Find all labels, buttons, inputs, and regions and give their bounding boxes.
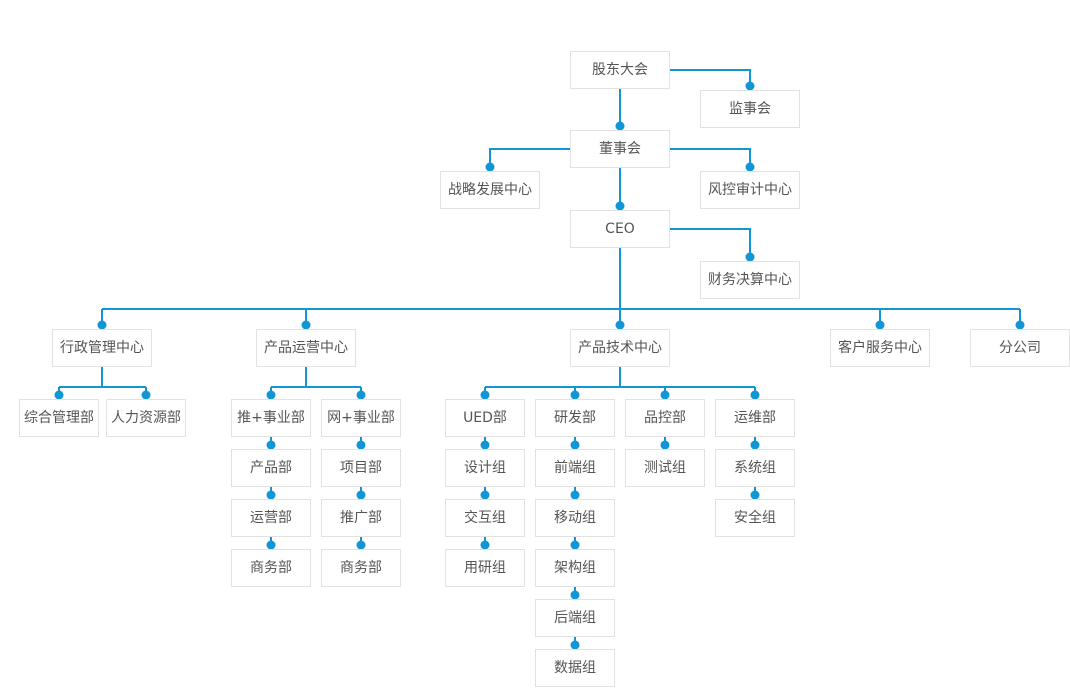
connector-dot bbox=[570, 640, 580, 650]
node-user-research-group: 用研组 bbox=[445, 549, 525, 587]
node-promotion-dept: 推广部 bbox=[321, 499, 401, 537]
node-testing-group: 测试组 bbox=[625, 449, 705, 487]
connector-dot bbox=[570, 540, 580, 550]
connector-dot bbox=[750, 440, 760, 450]
node-architecture-group: 架构组 bbox=[535, 549, 615, 587]
connector-line bbox=[489, 148, 570, 167]
node-branch-company: 分公司 bbox=[970, 329, 1070, 367]
node-project-dept: 项目部 bbox=[321, 449, 401, 487]
connector-dot bbox=[54, 390, 64, 400]
connector-dots bbox=[54, 81, 1025, 650]
node-product-ops-center: 产品运营中心 bbox=[256, 329, 356, 367]
connector-dot bbox=[875, 320, 885, 330]
connector-dot bbox=[266, 540, 276, 550]
node-financial-settlement-center: 财务决算中心 bbox=[700, 261, 800, 299]
connector-dot bbox=[750, 490, 760, 500]
connector-dot bbox=[660, 390, 670, 400]
node-quality-control-dept: 品控部 bbox=[625, 399, 705, 437]
node-board-of-directors: 董事会 bbox=[570, 130, 670, 168]
connector-dot bbox=[480, 540, 490, 550]
connector-dot bbox=[301, 320, 311, 330]
node-product-dept: 产品部 bbox=[231, 449, 311, 487]
node-mobile-group: 移动组 bbox=[535, 499, 615, 537]
node-strategic-dev-center: 战略发展中心 bbox=[440, 171, 540, 209]
connector-dot bbox=[615, 320, 625, 330]
connector-dot bbox=[745, 81, 755, 91]
connector-dot bbox=[480, 490, 490, 500]
node-tui-plus-bu: 推+事业部 bbox=[231, 399, 311, 437]
connector-dot bbox=[266, 440, 276, 450]
connector-dot bbox=[266, 390, 276, 400]
node-operations-dept: 运营部 bbox=[231, 499, 311, 537]
connector-dot bbox=[570, 590, 580, 600]
connector-dot bbox=[570, 440, 580, 450]
node-system-group: 系统组 bbox=[715, 449, 795, 487]
connector-dot bbox=[480, 390, 490, 400]
connector-dot bbox=[356, 390, 366, 400]
node-risk-audit-center: 风控审计中心 bbox=[700, 171, 800, 209]
connector-dot bbox=[356, 540, 366, 550]
node-frontend-group: 前端组 bbox=[535, 449, 615, 487]
node-customer-service-center: 客户服务中心 bbox=[830, 329, 930, 367]
connector-line bbox=[670, 228, 751, 257]
connector-dot bbox=[570, 490, 580, 500]
connector-dot bbox=[480, 440, 490, 450]
connector-dot bbox=[615, 201, 625, 211]
node-data-group: 数据组 bbox=[535, 649, 615, 687]
node-business-dept-tui: 商务部 bbox=[231, 549, 311, 587]
node-interaction-group: 交互组 bbox=[445, 499, 525, 537]
connector-dot bbox=[356, 440, 366, 450]
connector-dot bbox=[1015, 320, 1025, 330]
node-ceo: CEO bbox=[570, 210, 670, 248]
node-ued-dept: UED部 bbox=[445, 399, 525, 437]
connector-dot bbox=[266, 490, 276, 500]
node-product-tech-center: 产品技术中心 bbox=[570, 329, 670, 367]
connector-dot bbox=[660, 440, 670, 450]
connector-dot bbox=[356, 490, 366, 500]
connector-dot bbox=[485, 162, 495, 172]
node-ops-maintenance-dept: 运维部 bbox=[715, 399, 795, 437]
connector-dot bbox=[615, 121, 625, 131]
connector-dot bbox=[570, 390, 580, 400]
connector-dot bbox=[141, 390, 151, 400]
node-shareholders-meeting: 股东大会 bbox=[570, 51, 670, 89]
node-business-dept-wang: 商务部 bbox=[321, 549, 401, 587]
node-wang-plus-bu: 网+事业部 bbox=[321, 399, 401, 437]
node-admin-mgmt-center: 行政管理中心 bbox=[52, 329, 152, 367]
connector-line bbox=[670, 148, 751, 167]
connector-line bbox=[670, 69, 751, 86]
node-rnd-dept: 研发部 bbox=[535, 399, 615, 437]
connector-dot bbox=[745, 162, 755, 172]
node-supervisory-board: 监事会 bbox=[700, 90, 800, 128]
connector-dot bbox=[745, 252, 755, 262]
connector-dot bbox=[750, 390, 760, 400]
node-security-group: 安全组 bbox=[715, 499, 795, 537]
connector-dot bbox=[97, 320, 107, 330]
node-hr-dept: 人力资源部 bbox=[106, 399, 186, 437]
node-backend-group: 后端组 bbox=[535, 599, 615, 637]
node-design-group: 设计组 bbox=[445, 449, 525, 487]
node-general-mgmt-dept: 综合管理部 bbox=[19, 399, 99, 437]
